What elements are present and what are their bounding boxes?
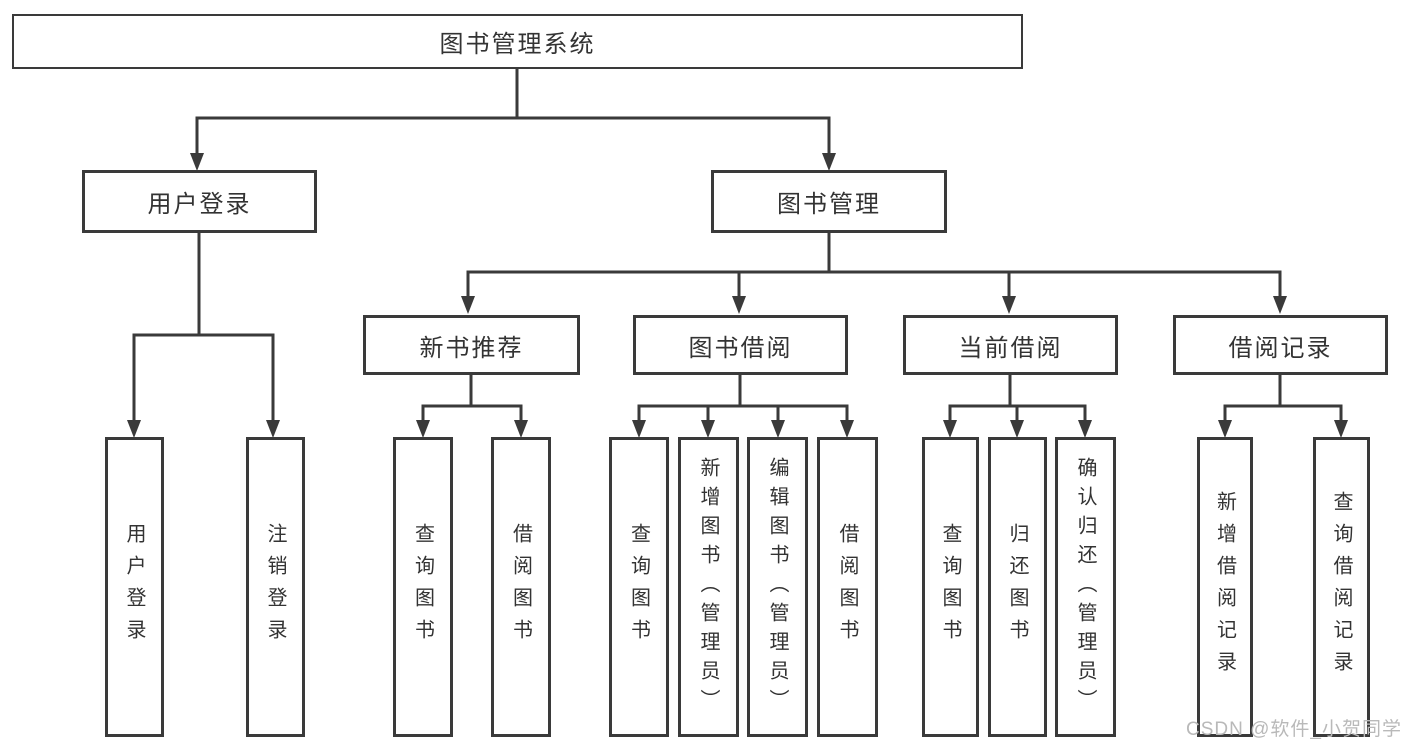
leaf-newbook-query-books: 查询图书 — [393, 437, 453, 737]
leaf-borrow-add-books-admin: 新增图书（管理员） — [678, 437, 739, 737]
node-book-borrow: 图书借阅 — [633, 315, 848, 375]
node-label: 新书推荐 — [419, 334, 524, 362]
node-label: 确认归还（管理员） — [1074, 456, 1096, 718]
node-new-book-recommend: 新书推荐 — [363, 315, 580, 375]
csdn-watermark: CSDN @软件_小贺同学 — [1186, 719, 1402, 740]
node-root-system: 图书管理系统 — [12, 14, 1023, 69]
node-label: 用户登录 — [147, 191, 252, 218]
leaf-logout: 注销登录 — [246, 437, 305, 737]
leaf-current-query-books: 查询图书 — [922, 437, 979, 737]
leaf-borrow-edit-books-admin: 编辑图书（管理员） — [747, 437, 808, 737]
node-label: 查询图书 — [939, 523, 961, 651]
node-label: 图书借阅 — [688, 334, 793, 362]
node-label: 查询图书 — [627, 523, 650, 651]
node-label: 当前借阅 — [958, 334, 1063, 362]
leaf-records-query-record: 查询借阅记录 — [1313, 437, 1370, 737]
leaf-current-return-books: 归还图书 — [988, 437, 1047, 737]
node-label: 新增图书（管理员） — [697, 456, 719, 718]
node-label: 借阅图书 — [836, 523, 858, 651]
leaf-current-confirm-return-admin: 确认归还（管理员） — [1055, 437, 1116, 737]
leaf-borrow-query-books: 查询图书 — [609, 437, 669, 737]
node-book-management: 图书管理 — [711, 170, 947, 233]
node-label: 编辑图书（管理员） — [766, 456, 788, 718]
node-label: 用户登录 — [123, 523, 145, 651]
node-borrow-records: 借阅记录 — [1173, 315, 1388, 375]
node-label: 借阅记录 — [1228, 334, 1333, 362]
node-label: 查询借阅记录 — [1330, 491, 1352, 683]
arrowheads — [127, 153, 1348, 438]
node-label: 新增借阅记录 — [1213, 491, 1236, 683]
leaf-newbook-borrow-books: 借阅图书 — [491, 437, 551, 737]
leaf-records-add-record: 新增借阅记录 — [1197, 437, 1253, 737]
node-label: 借阅图书 — [509, 523, 532, 651]
leaf-borrow-borrow-books: 借阅图书 — [817, 437, 878, 737]
node-label: 归还图书 — [1006, 523, 1028, 651]
leaf-user-login: 用户登录 — [105, 437, 164, 737]
node-label: 图书管理 — [777, 191, 881, 218]
node-label: 注销登录 — [264, 523, 286, 651]
node-label: 查询图书 — [411, 523, 434, 651]
node-current-borrow: 当前借阅 — [903, 315, 1118, 375]
node-label: 图书管理系统 — [439, 31, 596, 58]
node-user-login: 用户登录 — [82, 170, 317, 233]
